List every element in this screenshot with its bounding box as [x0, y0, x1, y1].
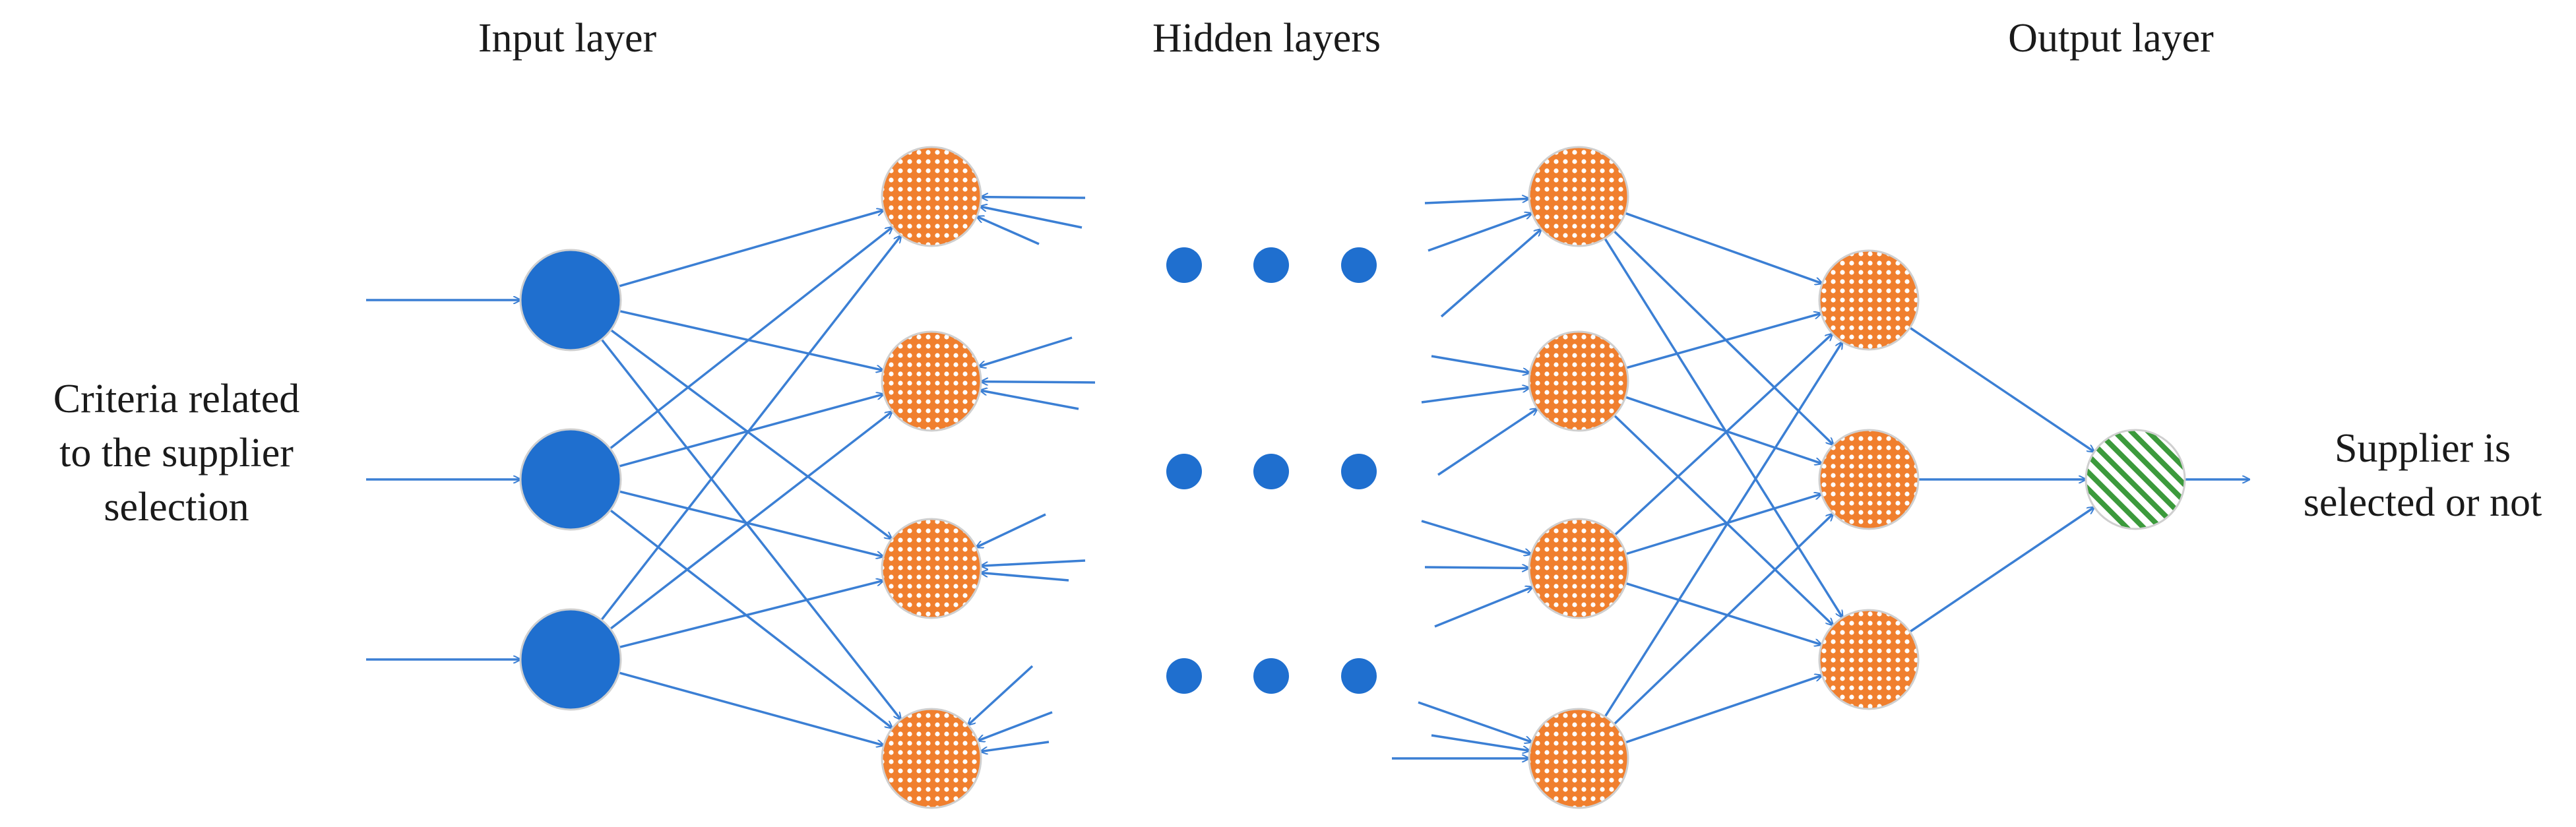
input-criteria-line-3: selection: [104, 484, 249, 530]
network-nodes: [519, 146, 2186, 809]
edge-input-hidden1: [610, 328, 892, 539]
edge-input-hidden1: [600, 235, 901, 621]
hidden1-fan-arrow: [981, 197, 1086, 198]
edge-hidden-last-hidden3: [1625, 212, 1823, 284]
ellipsis-dot: [1253, 658, 1289, 694]
edge-hidden-last-hidden3: [1625, 582, 1822, 644]
edge-hidden-last-hidden3: [1625, 494, 1822, 555]
edge-input-hidden1: [619, 309, 883, 371]
hidden-node: [881, 146, 982, 247]
hidden1-fan-arrow: [977, 216, 1040, 245]
hidden-last-fan-arrow: [1421, 520, 1531, 554]
hidden1-fan-arrow: [976, 513, 1046, 547]
hidden-node: [881, 330, 982, 432]
hidden1-fan-arrow: [979, 336, 1073, 367]
edge-hidden-last-hidden3: [1604, 237, 1842, 618]
hidden-node: [1818, 429, 1920, 530]
hidden-last-fan-arrow: [1434, 587, 1532, 628]
input-node: [519, 249, 622, 352]
ellipsis-dot: [1253, 454, 1289, 489]
hidden-last-fan-arrow: [1421, 388, 1530, 404]
edge-input-hidden1: [619, 490, 883, 557]
hidden-layers-header: Hidden layers: [1152, 16, 1381, 61]
output-layer-header: Output layer: [2008, 16, 2214, 61]
hidden-node: [1528, 518, 1629, 619]
input-layer-header: Input layer: [478, 16, 657, 61]
ellipsis-dot: [1341, 658, 1377, 694]
hidden-node: [1818, 609, 1920, 710]
hidden-last-fan-arrow: [1418, 701, 1532, 742]
edge-hidden3-output: [1909, 507, 2094, 633]
edge-input-hidden1: [618, 394, 883, 468]
output-decision-line-1: Supplier is: [2335, 426, 2511, 471]
hidden1-fan-arrow: [980, 741, 1050, 752]
edge-hidden-last-hidden3: [1604, 342, 1842, 718]
hidden-last-fan-arrow: [1424, 567, 1529, 568]
hidden-last-fan-arrow: [1437, 409, 1538, 476]
hidden-last-fan-arrow: [1431, 734, 1530, 750]
output-node: [2085, 429, 2186, 530]
hidden1-fan-arrow: [981, 559, 1086, 566]
hidden-node: [1528, 146, 1629, 247]
input-criteria-label: Criteria related to the supplier selecti…: [7, 373, 346, 534]
hidden-node: [1528, 330, 1629, 432]
edge-hidden3-output: [1909, 326, 2094, 452]
ellipsis-dot: [1253, 247, 1289, 283]
edge-hidden-last-hidden3: [1625, 675, 1822, 744]
hidden-node: [1818, 249, 1920, 351]
hidden-node: [1528, 708, 1629, 809]
hidden1-fan-arrow: [978, 711, 1053, 741]
hidden-node: [881, 518, 982, 619]
ellipsis-dot: [1166, 658, 1202, 694]
edge-hidden-last-hidden3: [1613, 514, 1833, 725]
output-decision-line-2: selected or not: [2303, 479, 2542, 525]
edge-hidden-last-hidden3: [1625, 396, 1822, 464]
hidden-last-fan-arrow: [1431, 355, 1530, 373]
edge-input-hidden1: [610, 509, 893, 728]
edge-input-hidden1: [600, 338, 901, 720]
edge-hidden-last-hidden3: [1613, 414, 1833, 625]
hidden-last-fan-arrow: [1424, 199, 1529, 204]
hidden1-fan-arrow: [981, 382, 1096, 383]
hidden1-fan-arrow: [981, 572, 1069, 582]
input-criteria-line-1: Criteria related: [53, 377, 300, 421]
edge-input-hidden1: [609, 227, 893, 450]
connection-edges: [366, 197, 2249, 758]
edge-hidden-last-hidden3: [1613, 230, 1834, 444]
ellipsis-dots: [1166, 247, 1377, 694]
hidden-last-fan-arrow: [1440, 229, 1542, 318]
ellipsis-dot: [1166, 247, 1202, 283]
input-node: [519, 608, 622, 711]
edge-input-hidden1: [618, 671, 883, 745]
hidden-last-fan-arrow: [1428, 213, 1532, 252]
output-decision-label: Supplier is selected or not: [2269, 422, 2576, 530]
edge-input-hidden1: [618, 210, 884, 288]
input-node: [519, 428, 622, 531]
hidden1-fan-arrow: [980, 390, 1079, 410]
ellipsis-dot: [1341, 247, 1377, 283]
ellipsis-dot: [1166, 454, 1202, 489]
edge-hidden-last-hidden3: [1625, 313, 1821, 369]
ellipsis-dot: [1341, 454, 1377, 489]
input-criteria-line-2: to the supplier: [59, 430, 294, 475]
hidden-node: [881, 708, 982, 809]
edge-input-hidden1: [610, 412, 892, 630]
hidden1-fan-arrow: [980, 206, 1083, 229]
hidden1-fan-arrow: [968, 665, 1034, 725]
edge-hidden-last-hidden3: [1614, 334, 1833, 536]
edge-input-hidden1: [619, 580, 884, 649]
